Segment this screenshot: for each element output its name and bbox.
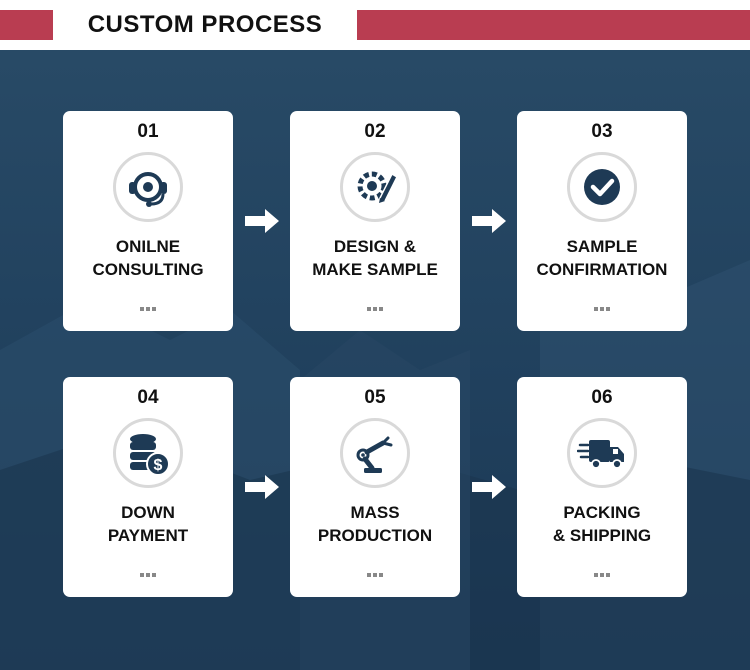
design-pencil-icon <box>357 171 398 205</box>
more-dots <box>63 573 233 577</box>
step-label-line1: DOWN <box>121 503 175 522</box>
more-dots <box>290 307 460 311</box>
icon-badge: $ <box>113 418 183 488</box>
arrow-right-icon <box>472 209 506 233</box>
icon-badge <box>340 418 410 488</box>
delivery-truck-icon <box>577 440 624 469</box>
icon-badge <box>113 152 183 222</box>
more-dots <box>517 573 687 577</box>
more-dots <box>517 307 687 311</box>
robot-arm-icon <box>356 436 393 473</box>
step-label-line2: CONSULTING <box>92 260 204 279</box>
process-panel: 01 ONILNE CONSULTING 02 <box>0 50 750 670</box>
step-label-line1: SAMPLE <box>566 237 638 256</box>
step-number: 04 <box>137 387 159 408</box>
icon-badge <box>340 152 410 222</box>
header-bar-left <box>0 10 53 40</box>
checkmark-icon <box>584 169 620 205</box>
header-bar-right <box>357 10 750 40</box>
step-number: 03 <box>591 121 613 142</box>
arrow-right-icon <box>245 209 279 233</box>
step-label-line1: MASS <box>350 503 400 522</box>
step-card-03: 03 SAMPLE CONFIRMATION <box>517 111 687 331</box>
step-label-line2: CONFIRMATION <box>536 260 668 279</box>
svg-text:$: $ <box>154 457 163 474</box>
step-card-01: 01 ONILNE CONSULTING <box>63 111 233 331</box>
step-label-line1: PACKING <box>563 503 641 522</box>
step-label: SAMPLE CONFIRMATION <box>517 235 687 281</box>
step-label: ONILNE CONSULTING <box>63 235 233 281</box>
page-title: CUSTOM PROCESS <box>87 11 323 38</box>
step-card-02: 02 DESIGN & MAKE SAMPLE <box>290 111 460 331</box>
step-number: 02 <box>364 121 386 142</box>
more-dots <box>63 307 233 311</box>
step-label-line2: MAKE SAMPLE <box>312 260 438 279</box>
step-label: DESIGN & MAKE SAMPLE <box>290 235 460 281</box>
icon-badge <box>567 418 637 488</box>
step-number: 01 <box>137 121 159 142</box>
arrow-right-icon <box>245 475 279 499</box>
step-label-line1: ONILNE <box>115 237 181 256</box>
coins-dollar-icon: $ <box>130 434 170 476</box>
more-dots <box>290 573 460 577</box>
step-label-line1: DESIGN & <box>333 237 417 256</box>
step-label: MASS PRODUCTION <box>290 501 460 547</box>
step-card-04: 04 $ DOWN PAYMENT <box>63 377 233 597</box>
step-label-line2: PAYMENT <box>107 526 189 545</box>
arrow-right-icon <box>472 475 506 499</box>
icon-badge <box>567 152 637 222</box>
step-label: DOWN PAYMENT <box>63 501 233 547</box>
step-card-05: 05 MASS PRODUCTION <box>290 377 460 597</box>
step-label: PACKING & SHIPPING <box>517 501 687 547</box>
step-number: 06 <box>591 387 613 408</box>
step-number: 05 <box>364 387 386 408</box>
headset-icon <box>129 172 167 207</box>
header: CUSTOM PROCESS <box>0 0 750 50</box>
step-card-06: 06 PACKING & SHIPPING <box>517 377 687 597</box>
step-label-line2: & SHIPPING <box>552 526 652 545</box>
step-label-line2: PRODUCTION <box>317 526 433 545</box>
